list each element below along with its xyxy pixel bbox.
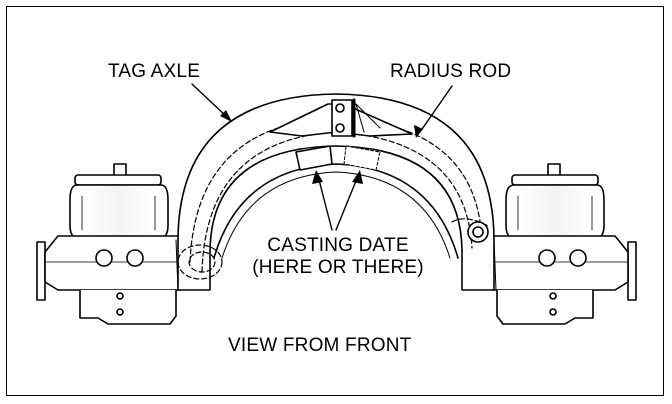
view-label: VIEW FROM FRONT bbox=[228, 335, 412, 356]
leader-lines bbox=[191, 83, 453, 231]
radius-rod-label: RADIUS ROD bbox=[390, 61, 512, 82]
arrowheads bbox=[220, 110, 423, 184]
casting-date-location-label: (HERE OR THERE) bbox=[252, 257, 424, 278]
tag-axle-label: TAG AXLE bbox=[108, 61, 201, 82]
right-axle-beam bbox=[492, 235, 637, 325]
tag-axle-arch bbox=[175, 93, 497, 291]
left-axle-beam bbox=[36, 235, 181, 325]
casting-date-pads bbox=[295, 145, 381, 171]
axle-underside bbox=[213, 163, 459, 259]
center-bracket bbox=[269, 98, 413, 138]
radius-rod-bushing bbox=[451, 218, 489, 243]
casting-date-label: CASTING DATE bbox=[267, 235, 409, 256]
